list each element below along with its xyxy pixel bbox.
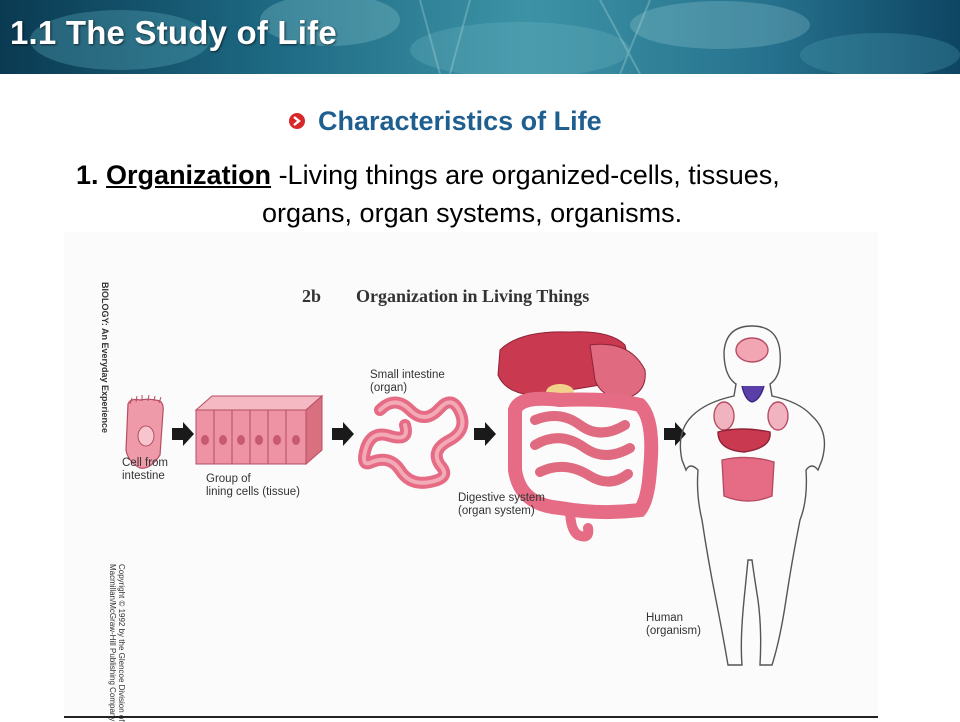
copyright-note: Copyright © 1992 by the Glencoe Division… <box>108 564 126 722</box>
label-organ: Small intestine (organ) <box>370 369 445 395</box>
arrow-icon-1 <box>172 422 194 446</box>
arrow-icon-3 <box>474 422 496 446</box>
arrow-icon-4 <box>664 422 686 446</box>
label-organ-line2: (organ) <box>370 382 408 394</box>
section-heading-text: Characteristics of Life <box>318 105 602 136</box>
label-organism: Human (organism) <box>646 612 701 638</box>
label-cell: Cell from intestine <box>122 457 168 483</box>
bullet-icon <box>289 113 305 129</box>
figure-bottom-border <box>64 716 878 718</box>
digestive-system-illustration <box>497 331 659 542</box>
label-organ-line1: Small intestine <box>370 369 445 381</box>
point-text-line2: organs, organ systems, organisms. <box>262 198 683 228</box>
book-credit: BIOLOGY: An Everyday Experience <box>100 282 110 434</box>
label-system-line2: (organ system) <box>458 505 535 517</box>
label-system-line1: Digestive system <box>458 492 545 504</box>
copyright-line-2: Macmillan/McGraw-Hill Publishing Company <box>108 564 117 722</box>
label-organism-line2: (organism) <box>646 625 701 637</box>
label-organism-line1: Human <box>646 612 684 624</box>
point-text-line1: -Living things are organized-cells, tiss… <box>271 160 780 190</box>
label-tissue: Group of lining cells (tissue) <box>206 473 300 499</box>
characteristic-point: 1. Organization -Living things are organ… <box>76 156 936 232</box>
label-tissue-line2: lining cells (tissue) <box>206 486 300 498</box>
copyright-line-1: Copyright © 1992 by the Glencoe Division… <box>117 564 126 722</box>
banner-texture <box>30 0 960 74</box>
header-banner: 1.1 The Study of Life <box>0 0 960 74</box>
tissue-illustration <box>194 394 324 466</box>
figure-title: Organization in Living Things <box>356 286 590 306</box>
cell-illustration <box>125 394 164 469</box>
label-organ-system: Digestive system (organ system) <box>458 492 545 518</box>
page-title: 1.1 The Study of Life <box>10 14 337 51</box>
figure-number: 2b <box>302 286 322 306</box>
label-cell-line1: Cell from <box>122 457 169 469</box>
human-illustration <box>679 325 826 666</box>
small-intestine-illustration <box>358 396 469 489</box>
point-term: Organization <box>106 160 272 190</box>
arrow-icon-2 <box>332 422 354 446</box>
point-number: 1. <box>76 160 99 190</box>
label-tissue-line1: Group of <box>206 473 251 485</box>
section-heading: Characteristics of Life <box>288 104 602 138</box>
label-cell-line2: intestine <box>122 470 165 482</box>
